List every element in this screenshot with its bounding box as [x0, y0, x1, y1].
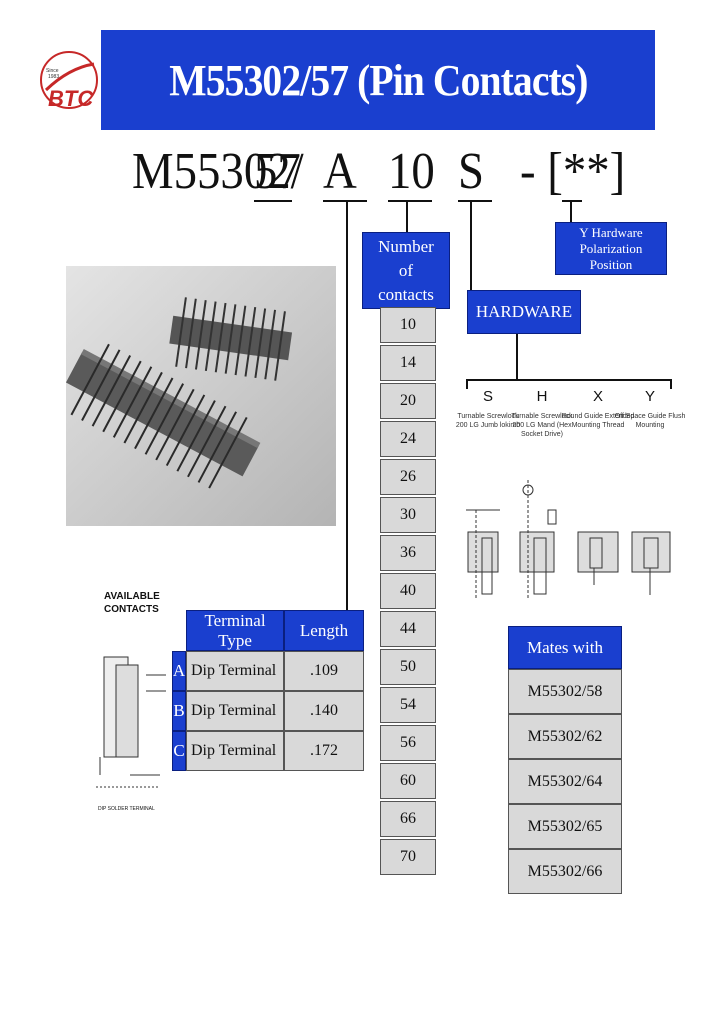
hardware-tick-s — [466, 379, 468, 389]
hardware-option-h-desc: Turnable Screwlock 200 LG Mand (Hex Sock… — [511, 413, 573, 438]
page-title: M55302/57 (Pin Contacts) — [168, 55, 588, 105]
svg-text:Since: Since — [46, 68, 59, 74]
pn-base: M55302/ — [132, 143, 304, 200]
connector-contacts — [406, 200, 408, 232]
list-item: 10 — [380, 307, 436, 343]
underline-terminal — [323, 200, 367, 202]
logo-initials: BTC — [48, 86, 94, 111]
pn-polarization-code: - [**] — [520, 143, 626, 200]
list-item: 60 — [380, 763, 436, 799]
terminal-diagram-caption: DIP SOLDER TERMINAL — [98, 806, 155, 812]
terminal-letter-a: A — [172, 651, 186, 691]
mates-header: Mates with — [508, 626, 622, 669]
list-item: 26 — [380, 459, 436, 495]
length-header: Length — [284, 610, 364, 651]
connector-terminal — [346, 200, 348, 610]
hardware-tick-y — [670, 379, 672, 389]
hardware-option-x-letter: X — [592, 388, 603, 405]
list-item: 66 — [380, 801, 436, 837]
pn-series: 57 — [254, 143, 301, 200]
list-item: 20 — [380, 383, 436, 419]
btc-logo: BTC Since 1983 — [36, 28, 102, 132]
list-item: 50 — [380, 649, 436, 685]
list-item: 54 — [380, 687, 436, 723]
connector-polarization — [570, 200, 572, 222]
list-item: 14 — [380, 345, 436, 381]
hardware-box: HARDWARE — [467, 290, 581, 334]
polarization-box: Y Hardware Polarization Position — [555, 222, 667, 275]
underline-series — [254, 200, 292, 202]
list-item: 24 — [380, 421, 436, 457]
terminal-diagram — [90, 635, 180, 810]
hardware-drawings — [460, 470, 675, 605]
underline-polarization — [562, 200, 582, 202]
terminal-letter-c: C — [172, 731, 186, 771]
list-item: 70 — [380, 839, 436, 875]
list-item: M55302/65 — [508, 804, 622, 849]
terminal-letter-b: B — [172, 691, 186, 731]
list-item: M55302/66 — [508, 849, 622, 894]
list-item: 36 — [380, 535, 436, 571]
connector-hardware-options — [516, 334, 518, 380]
title-bar: M55302/57 (Pin Contacts) — [101, 30, 655, 130]
table-cell-type: Dip Terminal — [186, 731, 284, 771]
connector-photo — [65, 266, 336, 526]
pn-hardware-code: S — [458, 143, 485, 200]
hardware-option-y-letter: Y — [644, 388, 655, 405]
hardware-option-y-desc: Off Space Guide Flush Mounting — [614, 413, 686, 429]
pn-contacts-code: 10 — [388, 143, 435, 200]
list-item: M55302/58 — [508, 669, 622, 714]
svg-text:1983: 1983 — [48, 74, 59, 80]
table-cell-type: Dip Terminal — [186, 651, 284, 691]
list-item: 30 — [380, 497, 436, 533]
hardware-option-h-letter: H — [536, 388, 548, 405]
available-contacts-label: AVAILABLE CONTACTS — [104, 591, 160, 615]
hardware-option-s-desc: Turnable Screwlock 200 LG Jumb lokimb — [455, 413, 521, 429]
list-item: 44 — [380, 611, 436, 647]
table-cell-type: Dip Terminal — [186, 691, 284, 731]
terminal-type-header: Terminal Type — [186, 610, 284, 651]
hardware-option-x-desc: Round Guide Extended Mounting Thread — [561, 413, 635, 429]
table-cell-length: .172 — [284, 731, 364, 771]
list-item: 40 — [380, 573, 436, 609]
underline-hardware — [458, 200, 492, 202]
contacts-header: Number of contacts — [362, 232, 450, 309]
hardware-options-bar — [466, 379, 672, 381]
connector-hardware — [470, 200, 472, 290]
list-item: 56 — [380, 725, 436, 761]
pn-terminal-code: A — [323, 143, 357, 200]
table-cell-length: .109 — [284, 651, 364, 691]
list-item: M55302/62 — [508, 714, 622, 759]
hardware-option-s-letter: S — [482, 388, 493, 405]
list-item: M55302/64 — [508, 759, 622, 804]
underline-contacts — [388, 200, 432, 202]
table-cell-length: .140 — [284, 691, 364, 731]
